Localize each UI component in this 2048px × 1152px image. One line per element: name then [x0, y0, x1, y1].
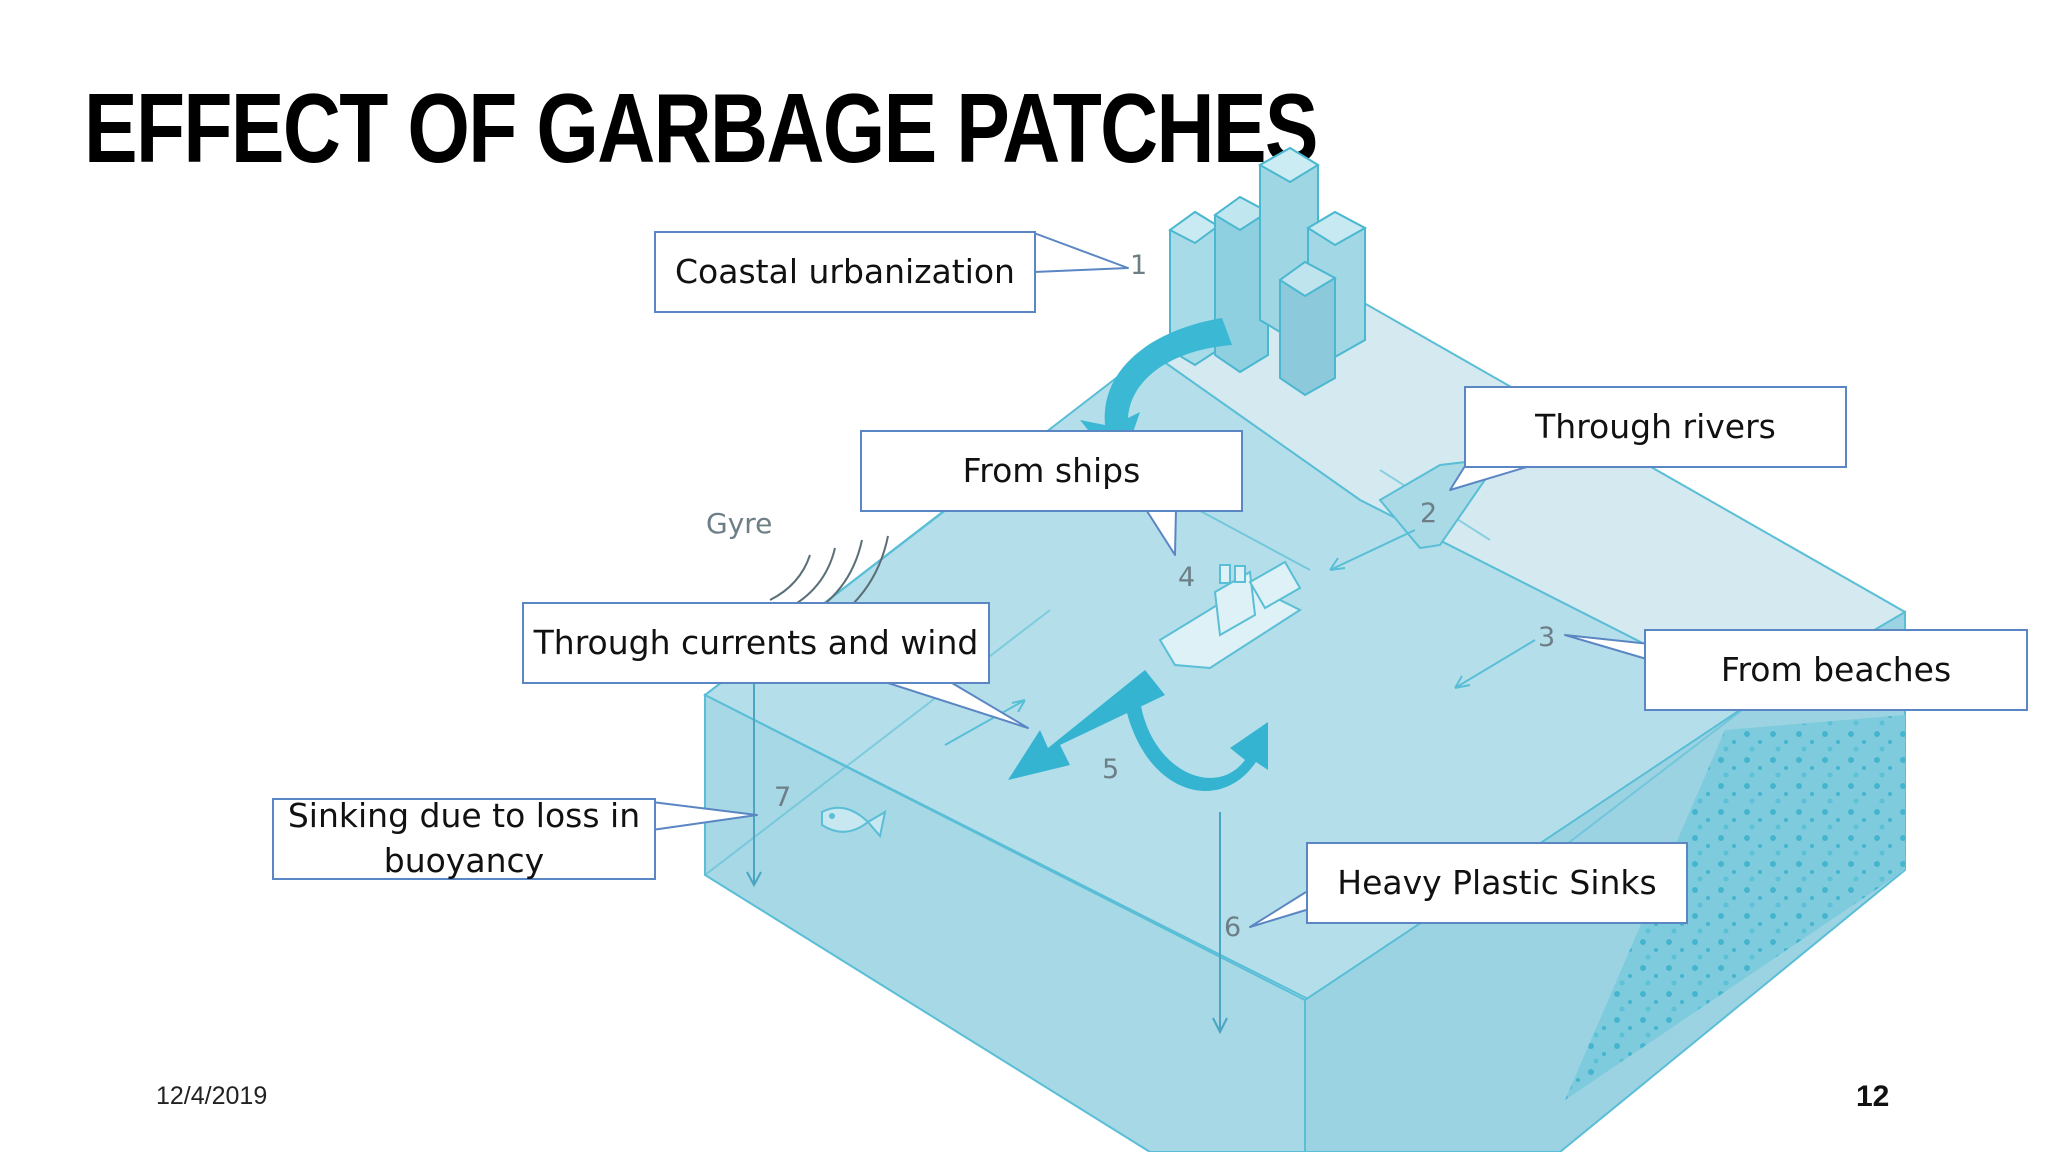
gyre-label: Gyre [706, 507, 772, 540]
current-arrow [1008, 670, 1165, 780]
marker-5: 5 [1102, 754, 1119, 785]
ocean-left-face [704, 693, 1306, 1152]
marker-3: 3 [1538, 622, 1555, 653]
callout-heavy-plastic-sinks: Heavy Plastic Sinks [1306, 842, 1688, 924]
callout-from-ships: From ships [860, 430, 1243, 512]
beach-sediment [1565, 715, 1905, 1100]
callout-through-rivers: Through rivers [1464, 386, 1847, 468]
callout-pointers [651, 232, 1651, 928]
ocean-surface [703, 350, 1757, 1002]
callout-coastal-urbanization: Coastal urbanization [654, 231, 1036, 313]
marker-2: 2 [1420, 498, 1437, 529]
callout-sinking-buoyancy: Sinking due to loss in buoyancy [272, 796, 656, 880]
marker-4: 4 [1178, 562, 1195, 593]
wind-swirl-arrow [1125, 700, 1268, 792]
ship-icon [1158, 560, 1303, 670]
callout-from-beaches: From beaches [1644, 629, 2028, 711]
slide-title: EFFECT OF GARBAGE PATCHES [84, 73, 1319, 183]
marker-7: 7 [774, 782, 791, 813]
marker-6: 6 [1224, 912, 1241, 943]
callout-currents-and-wind: Through currents and wind [522, 602, 990, 684]
marker-1: 1 [1130, 250, 1147, 281]
flow-arrows [944, 529, 1536, 746]
slide-date: 12/4/2019 [156, 1082, 268, 1110]
sinking-lines [746, 678, 1228, 1035]
fish-icon [821, 806, 887, 839]
page-number: 12 [1856, 1080, 1890, 1113]
